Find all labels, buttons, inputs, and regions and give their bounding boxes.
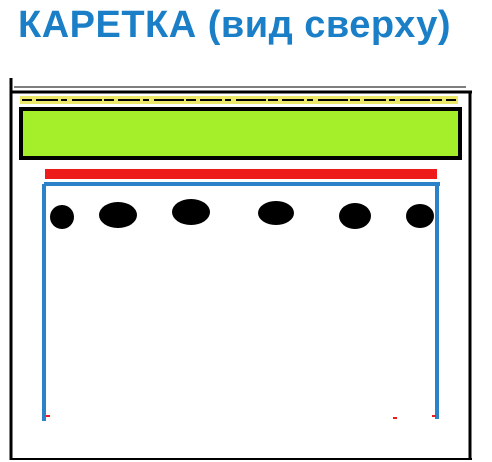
hole-5 [339, 203, 371, 229]
diagram-title: КАРЕТКА (вид сверху) [18, 4, 452, 46]
hole-4 [258, 201, 294, 225]
hole-2 [99, 202, 137, 228]
holes [50, 199, 434, 229]
outer-frame [9, 78, 472, 460]
bottom-ticks [46, 415, 436, 419]
hole-1 [50, 205, 74, 229]
blue-frame [42, 182, 440, 421]
yellow-strip [20, 96, 458, 104]
hole-3 [172, 199, 210, 225]
hole-6 [406, 204, 434, 228]
green-panel [19, 107, 462, 160]
red-rail [45, 169, 437, 179]
